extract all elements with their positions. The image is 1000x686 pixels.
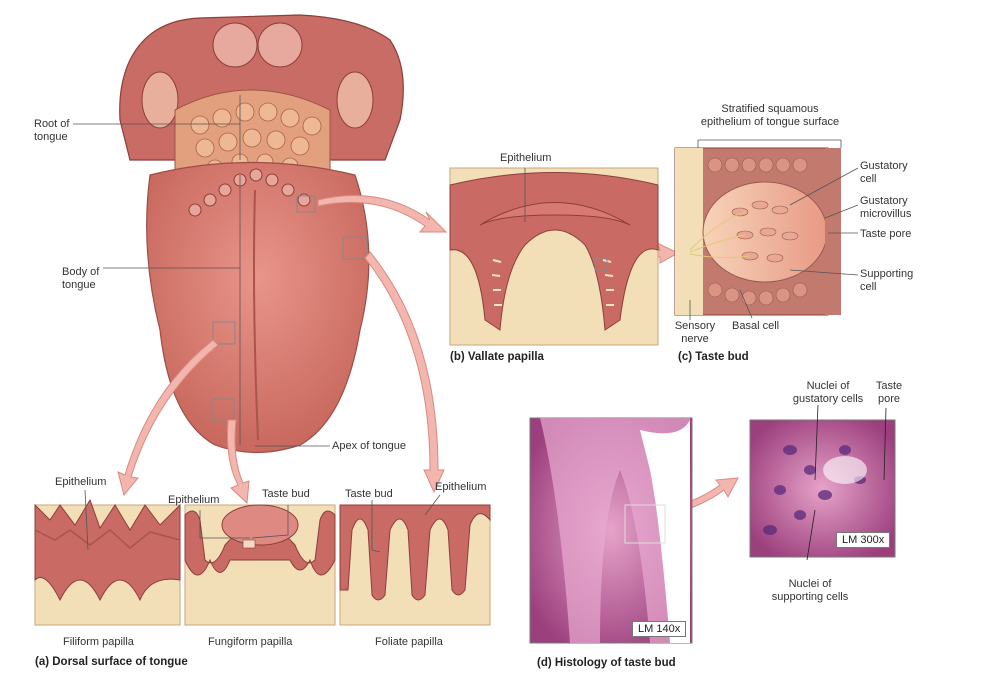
label-taste-bud-fungiform: Taste bud	[262, 488, 310, 500]
foliate-panel	[339, 494, 491, 626]
label-root-of-tongue: Root of tongue	[34, 118, 70, 143]
label-basal-cell: Basal cell	[732, 320, 780, 332]
label-taste-bud-foliate: Taste bud	[345, 488, 393, 500]
vallate-panel	[449, 167, 659, 346]
caption-taste-bud: (c) Taste bud	[678, 351, 749, 363]
label-body-of-tongue: Body of tongue	[62, 266, 100, 291]
taste-bud-panel	[674, 139, 859, 320]
magnification-badge-300x: LM 300x	[836, 532, 891, 548]
label-foliate-papilla: Foliate papilla	[375, 636, 443, 648]
magnification-badge-140x: LM 140x	[632, 621, 687, 637]
caption-vallate-papilla: (b) Vallate papilla	[450, 351, 544, 363]
tongue-illustration	[73, 14, 404, 454]
filiform-panel	[34, 489, 181, 626]
label-epithelium-foliate: Epithelium	[435, 481, 487, 493]
label-epithelium-filiform: Epithelium	[55, 476, 107, 488]
label-filiform-papilla: Filiform papilla	[63, 636, 134, 648]
label-gustatory-microvillus: Gustatory microvillus	[860, 195, 912, 220]
label-nuclei-gustatory: Nuclei of gustatory cells	[792, 380, 864, 405]
label-nuclei-supporting: Nuclei of supporting cells	[771, 578, 849, 603]
label-supporting-cell: Supporting cell	[860, 268, 914, 293]
label-apex-of-tongue: Apex of tongue	[332, 440, 407, 452]
label-fungiform-papilla: Fungiform papilla	[208, 636, 293, 648]
caption-histology: (d) Histology of taste bud	[537, 657, 676, 669]
label-sensory-nerve: Sensory nerve	[674, 320, 716, 345]
label-stratified-squamous: Stratified squamous epithelium of tongue…	[700, 103, 840, 128]
caption-dorsal-surface: (a) Dorsal surface of tongue	[35, 656, 188, 668]
histology-panel-140x	[529, 417, 693, 644]
label-taste-pore-bud: Taste pore	[860, 228, 912, 240]
fungiform-panel	[184, 504, 336, 626]
label-epithelium-vallate: Epithelium	[500, 152, 552, 164]
label-epithelium-fungiform: Epithelium	[168, 494, 220, 506]
label-taste-pore-histology: Taste pore	[875, 380, 903, 405]
label-gustatory-cell: Gustatory cell	[860, 160, 908, 185]
